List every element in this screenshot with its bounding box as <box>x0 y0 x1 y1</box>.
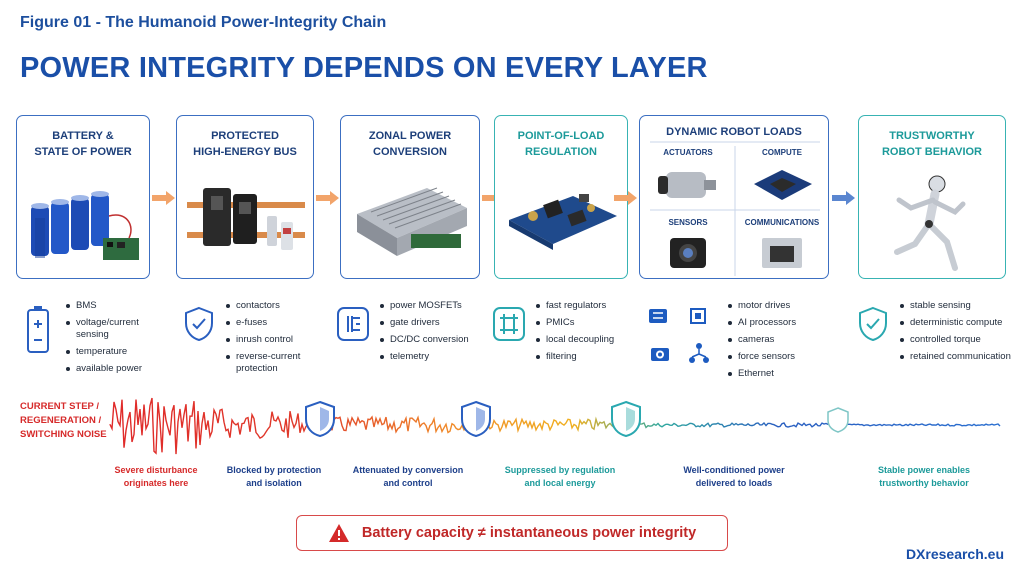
list-item: available power <box>64 363 164 375</box>
load-communications: COMMUNICATIONS <box>740 218 824 278</box>
actuator-motor-illustration <box>658 172 716 198</box>
shield-icon <box>827 407 849 433</box>
mosfet-chip-icon <box>337 307 369 341</box>
arrow-right-icon <box>316 191 339 205</box>
shield-check-icon <box>185 306 213 342</box>
list-item: filtering <box>534 351 634 363</box>
list-item: AI processors <box>726 317 836 329</box>
list-item: deterministic compute <box>898 317 1013 329</box>
brand-logo-text: DXresearch.eu <box>905 546 1004 562</box>
warning-callout: Battery capacity ≠ instantaneous power i… <box>296 515 728 551</box>
running-humanoid-illustration <box>894 175 966 271</box>
loads-grid-dividers <box>650 141 820 276</box>
disturbance-waveform <box>109 397 1001 455</box>
conversion-feature-list: power MOSFETs gate drivers DC/DC convers… <box>378 300 488 368</box>
regulator-board-illustration <box>509 194 617 250</box>
load-compute: COMPUTE <box>740 148 824 208</box>
arrow-right-icon <box>832 191 855 205</box>
load-sensors-label: SENSORS <box>668 218 708 227</box>
stage-title-battery: BATTERY &STATE OF POWER <box>34 130 132 158</box>
bus-feature-list: contactors e-fuses inrush control revers… <box>224 300 324 380</box>
load-actuators: ACTUATORS <box>646 148 730 208</box>
regulation-feature-list: fast regulators PMICs local decoupling f… <box>534 300 634 368</box>
figure-label: Figure 01 - The Humanoid Power-Integrity… <box>20 14 387 31</box>
list-item: gate drivers <box>378 317 488 329</box>
noise-source-label: CURRENT STEP / REGENERATION / SWITCHING … <box>20 401 107 440</box>
processor-chip-illustration <box>754 170 812 200</box>
battery-feature-list: BMS voltage/current sensing temperature … <box>64 300 164 380</box>
list-item: PMICs <box>534 317 634 329</box>
list-item: telemetry <box>378 351 488 363</box>
warning-triangle-icon <box>328 524 349 542</box>
list-item: force sensors <box>726 351 836 363</box>
list-item: temperature <box>64 346 164 358</box>
list-item: e-fuses <box>224 317 324 329</box>
stage-card-loads: DYNAMIC ROBOT LOADS ACTUATORS COMPUTE SE… <box>639 115 829 279</box>
arrow-right-icon <box>614 191 637 205</box>
list-item: inrush control <box>224 334 324 346</box>
power-module-illustration <box>357 187 467 256</box>
list-item: fast regulators <box>534 300 634 312</box>
list-item: Ethernet <box>726 368 836 380</box>
list-item: local decoupling <box>534 334 634 346</box>
ethernet-port-illustration <box>762 238 802 268</box>
load-communications-label: COMMUNICATIONS <box>744 218 820 227</box>
motor-icon <box>649 309 667 323</box>
list-item: motor drives <box>726 300 836 312</box>
headline: POWER INTEGRITY DEPENDS ON EVERY LAYER <box>20 52 708 84</box>
list-item: voltage/current sensing <box>64 317 164 341</box>
list-item: BMS <box>64 300 164 312</box>
processor-icon <box>690 308 706 324</box>
filter-shield-markers <box>305 400 849 438</box>
list-item: reverse-current protection <box>224 351 324 375</box>
warning-text: Battery capacity ≠ instantaneous power i… <box>361 525 697 541</box>
load-compute-label: COMPUTE <box>762 148 802 157</box>
list-item: stable sensing <box>898 300 1013 312</box>
load-actuators-label: ACTUATORS <box>663 148 713 157</box>
waveform-line <box>109 397 1001 455</box>
battery-pack-illustration <box>31 191 139 260</box>
shield-icon <box>305 400 335 438</box>
list-item: power MOSFETs <box>378 300 488 312</box>
loads-feature-list: motor drives AI processors cameras force… <box>726 300 836 385</box>
list-item: contactors <box>224 300 324 312</box>
contactor-busbar-illustration <box>187 188 305 250</box>
shield-icon <box>461 400 491 438</box>
shield-icon <box>611 400 641 438</box>
stage-title-loads: DYNAMIC ROBOT LOADS <box>666 126 802 138</box>
network-icon <box>689 343 709 363</box>
battery-icon <box>27 306 49 353</box>
stage-card-battery: BATTERY &STATE OF POWER <box>16 115 150 279</box>
camera-icon <box>651 348 669 361</box>
behavior-feature-list: stable sensing deterministic compute con… <box>898 300 1013 368</box>
arrow-right-icon <box>152 191 175 205</box>
regulator-circuit-icon <box>493 307 525 341</box>
list-item: controlled torque <box>898 334 1013 346</box>
camera-sensor-illustration <box>670 238 706 268</box>
list-item: DC/DC conversion <box>378 334 488 346</box>
shield-check-icon <box>859 306 887 342</box>
list-item: cameras <box>726 334 836 346</box>
load-sensors: SENSORS <box>646 218 730 278</box>
list-item: retained communication <box>898 351 1013 363</box>
